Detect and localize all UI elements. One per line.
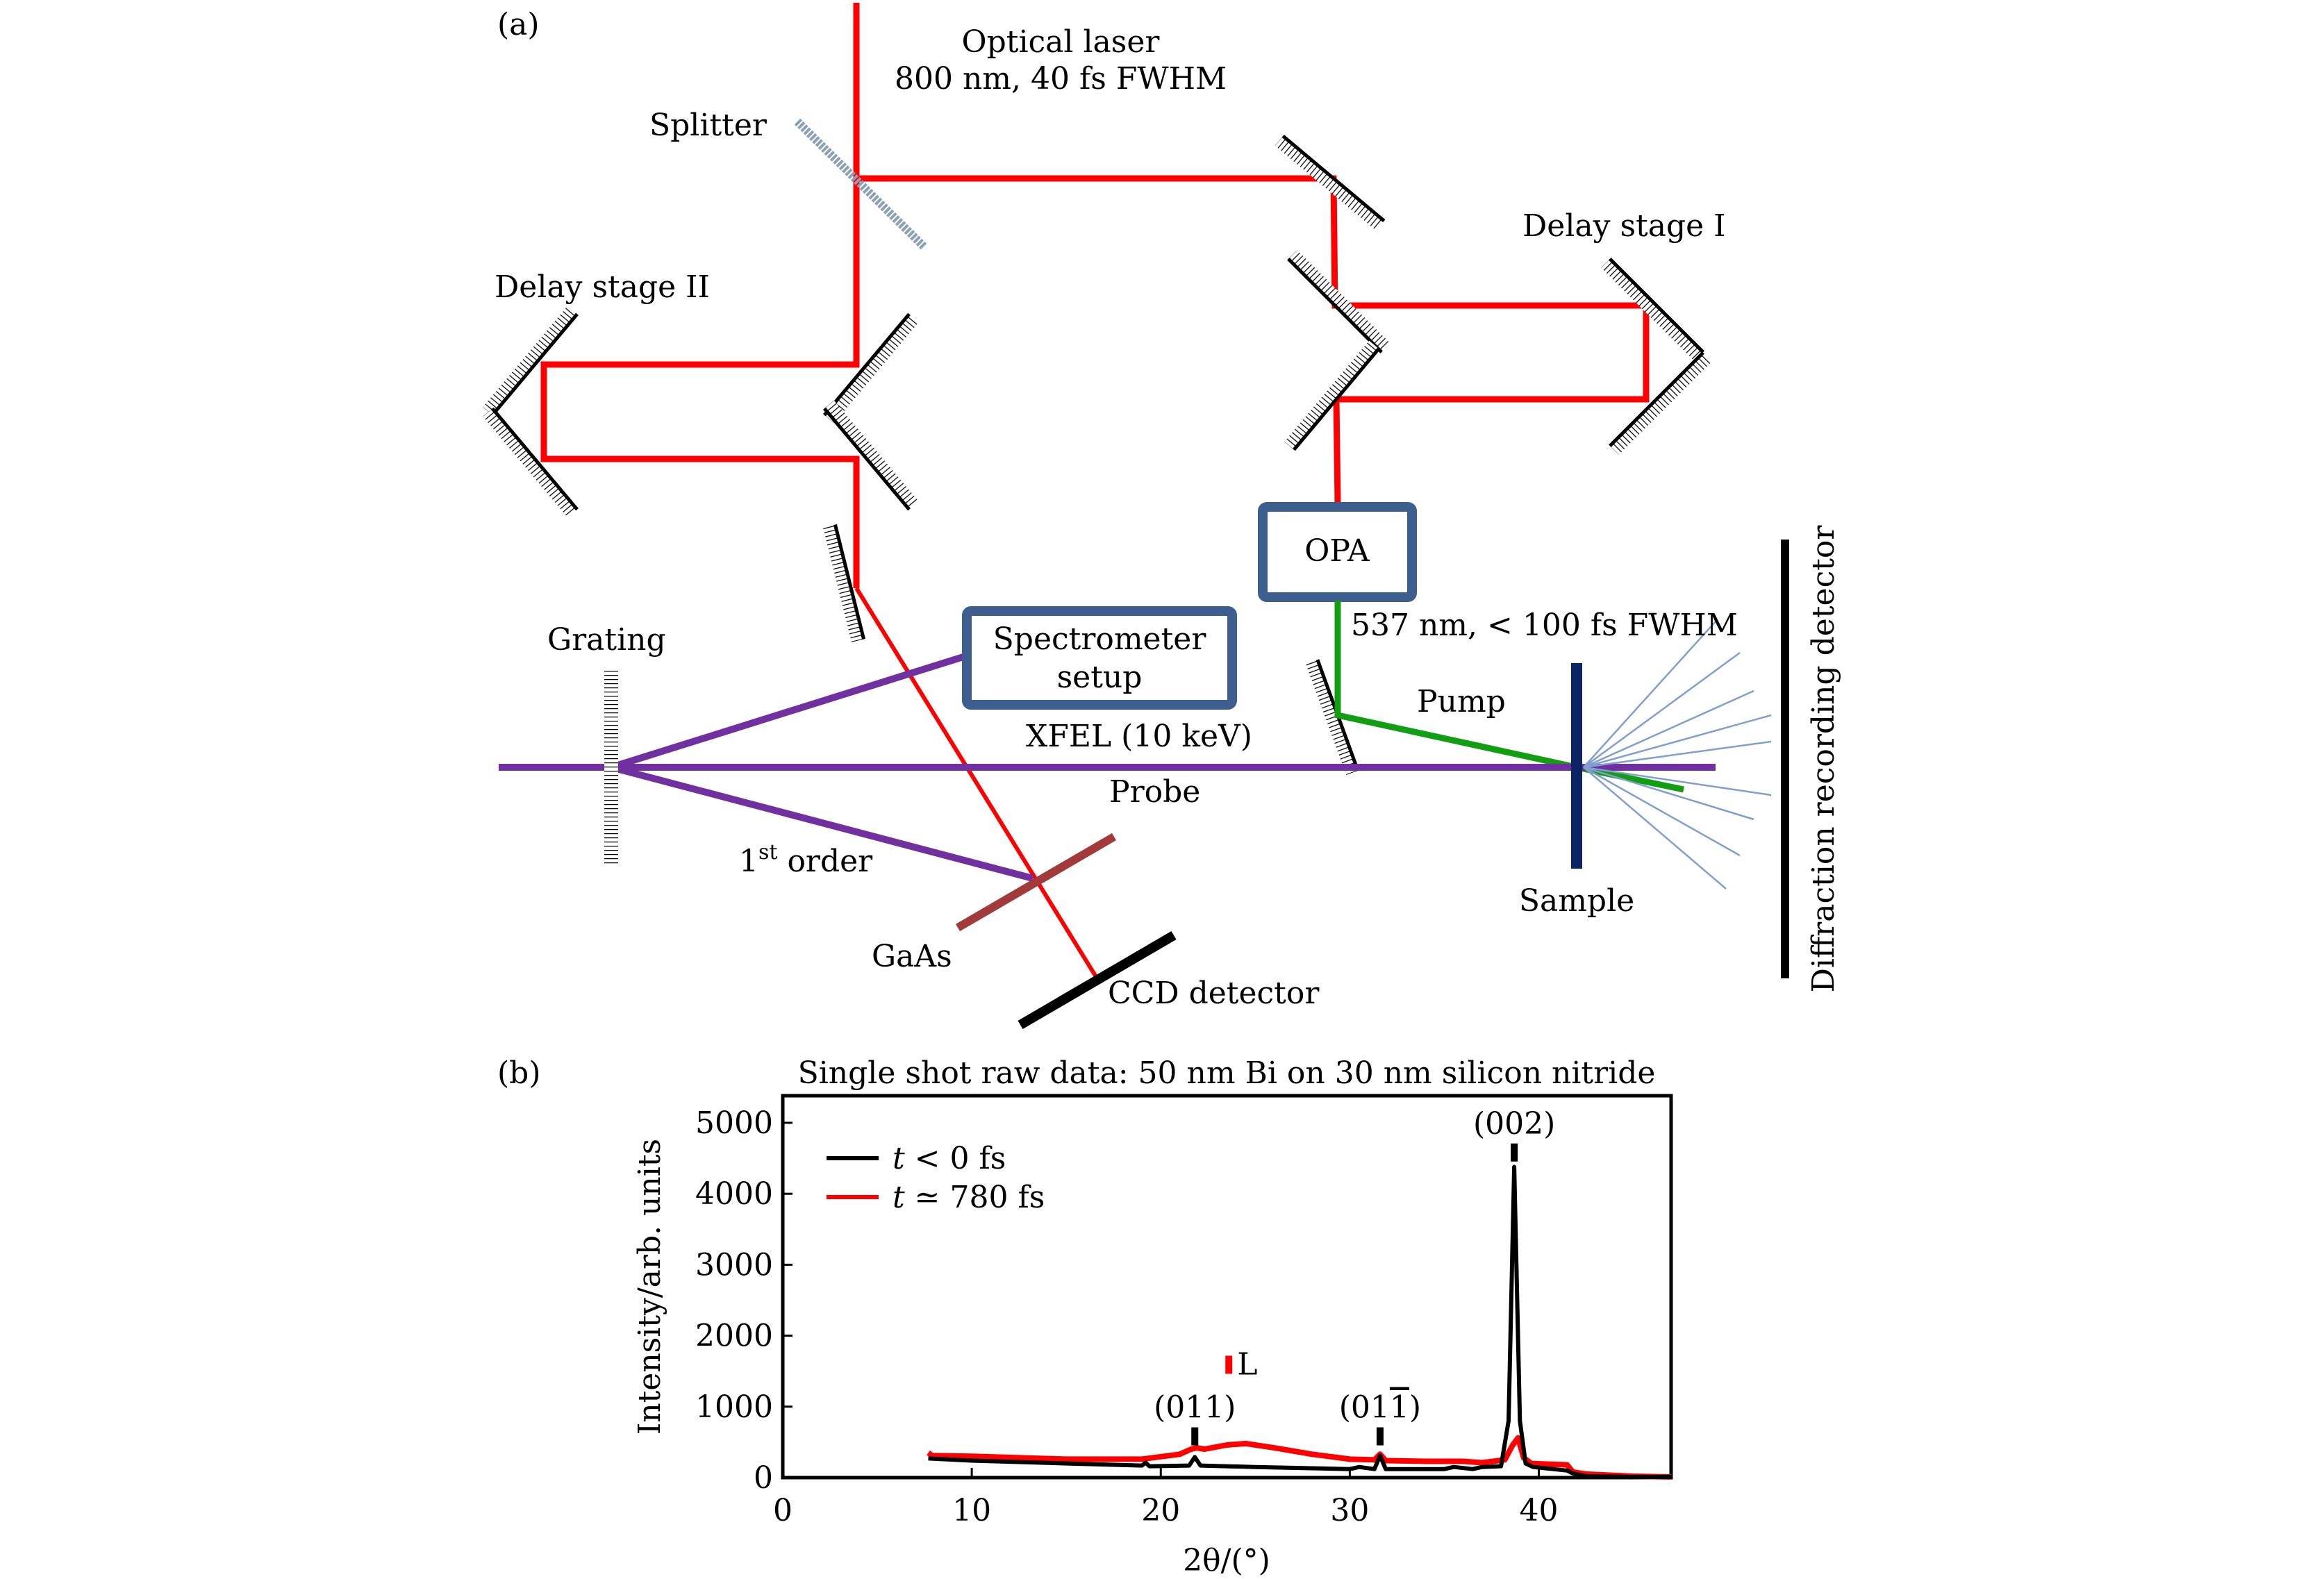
- xfel-first-order-beam: [610, 764, 1034, 882]
- delay-stage-1-label: Delay stage I: [1522, 208, 1726, 244]
- x-tick-label: 40: [1520, 1493, 1559, 1528]
- y-tick-label: 1000: [695, 1389, 773, 1425]
- legend-label: t ≃ 780 fs: [893, 1180, 1045, 1215]
- x-tick-label: 0: [773, 1493, 792, 1528]
- mirror-1: [1275, 135, 1386, 231]
- opa-box: [1258, 502, 1417, 602]
- pump-beam: [1334, 601, 1684, 793]
- y-axis-label: Intensity/arb. units: [632, 1139, 667, 1435]
- delay-2-mirror-exit: [823, 400, 919, 511]
- sample: [1571, 663, 1582, 869]
- diffraction-chart: (b) Single shot raw data: 50 nm Bi on 30…: [497, 1055, 1673, 1578]
- panel-b-label: (b): [497, 1055, 541, 1091]
- beam-to-delay-2: [540, 178, 860, 588]
- peak-label: (002): [1473, 1106, 1555, 1142]
- pump-label: Pump: [1417, 684, 1506, 719]
- xfel-reflected-to-spectrometer: [610, 653, 967, 771]
- delay-1-mirror-bottom: [1609, 351, 1712, 455]
- chart-title: Single shot raw data: 50 nm Bi on 30 nm …: [798, 1055, 1656, 1091]
- xfel-label: XFEL (10 keV): [1026, 719, 1252, 754]
- first-order-label: 1st order: [739, 840, 873, 879]
- ccd-detector: [1018, 930, 1177, 1030]
- legend-label: t < 0 fs: [893, 1141, 1006, 1176]
- grating-label: Grating: [547, 622, 666, 658]
- splitter-label: Splitter: [649, 108, 767, 143]
- optical-beam: [540, 3, 1650, 588]
- mirrors: [483, 135, 1712, 776]
- peak-annotations: (002)(011)(011)L: [1154, 1106, 1555, 1446]
- x-tick-label: 20: [1141, 1493, 1180, 1528]
- series-layer: [927, 1164, 1672, 1480]
- y-axis: 0 1000 2000 3000 4000 5000: [695, 1105, 792, 1496]
- peak-label: L: [1237, 1346, 1257, 1382]
- mirror-2: [1287, 250, 1391, 353]
- x-tick-label: 10: [952, 1493, 991, 1528]
- beam-to-delay-1: [853, 3, 1650, 504]
- legend: t < 0 fs t ≃ 780 fs: [827, 1141, 1045, 1215]
- ccd-label: CCD detector: [1108, 976, 1320, 1011]
- mirror-3: [1284, 340, 1380, 451]
- peak-label: (011): [1339, 1390, 1421, 1426]
- delay-stage-2-label: Delay stage II: [495, 269, 710, 305]
- peak-marker: [1511, 1143, 1518, 1162]
- gaas-label: GaAs: [872, 939, 952, 974]
- panel-a-label: (a): [497, 7, 540, 42]
- x-axis-label: 2θ/(°): [1183, 1543, 1270, 1578]
- spectrometer-label-1: Spectrometer: [993, 621, 1207, 657]
- y-tick-label: 0: [754, 1460, 773, 1496]
- series-line-0: [928, 1164, 1671, 1479]
- delay-1-mirror-top: [1601, 258, 1704, 361]
- opa-label: OPA: [1304, 533, 1370, 569]
- diffraction-detector: [1781, 540, 1789, 978]
- grating: [604, 670, 618, 864]
- diffraction-rays: [1583, 621, 1772, 889]
- sample-label: Sample: [1519, 883, 1634, 919]
- setup-diagram: (a): [483, 3, 1841, 1030]
- spectrometer-label-2: setup: [1057, 660, 1143, 695]
- probe-label: Probe: [1109, 774, 1200, 810]
- opa-output-label: 537 nm, < 100 fs FWHM: [1351, 608, 1738, 643]
- y-tick-label: 2000: [695, 1319, 773, 1354]
- spectrometer-box: [962, 606, 1237, 710]
- y-tick-label: 3000: [695, 1247, 773, 1283]
- probe-steering-mirror: [822, 524, 865, 642]
- splitter: [794, 118, 927, 250]
- delay-2-mirror-entry: [823, 312, 919, 424]
- optical-laser-label: Optical laser: [962, 24, 1161, 60]
- probe-optical-beam: [854, 587, 1097, 977]
- y-tick-label: 4000: [695, 1176, 773, 1212]
- detector-label: Diffraction recording detector: [1806, 525, 1841, 993]
- x-tick-label: 30: [1330, 1493, 1369, 1528]
- optical-laser-spec: 800 nm, 40 fs FWHM: [895, 61, 1227, 97]
- peak-marker: [1376, 1427, 1384, 1446]
- delay-2-mirror-left-top: [483, 306, 579, 417]
- plot-frame: [781, 1094, 1673, 1480]
- peak-marker: [1225, 1355, 1233, 1374]
- peak-marker: [1191, 1427, 1199, 1446]
- peak-label: (011): [1154, 1390, 1236, 1426]
- delay-2-mirror-left-bottom: [483, 407, 579, 518]
- y-tick-label: 5000: [695, 1105, 773, 1141]
- x-axis: 0 10 20 30 40: [773, 1468, 1559, 1528]
- gaas-crystal: [955, 833, 1117, 932]
